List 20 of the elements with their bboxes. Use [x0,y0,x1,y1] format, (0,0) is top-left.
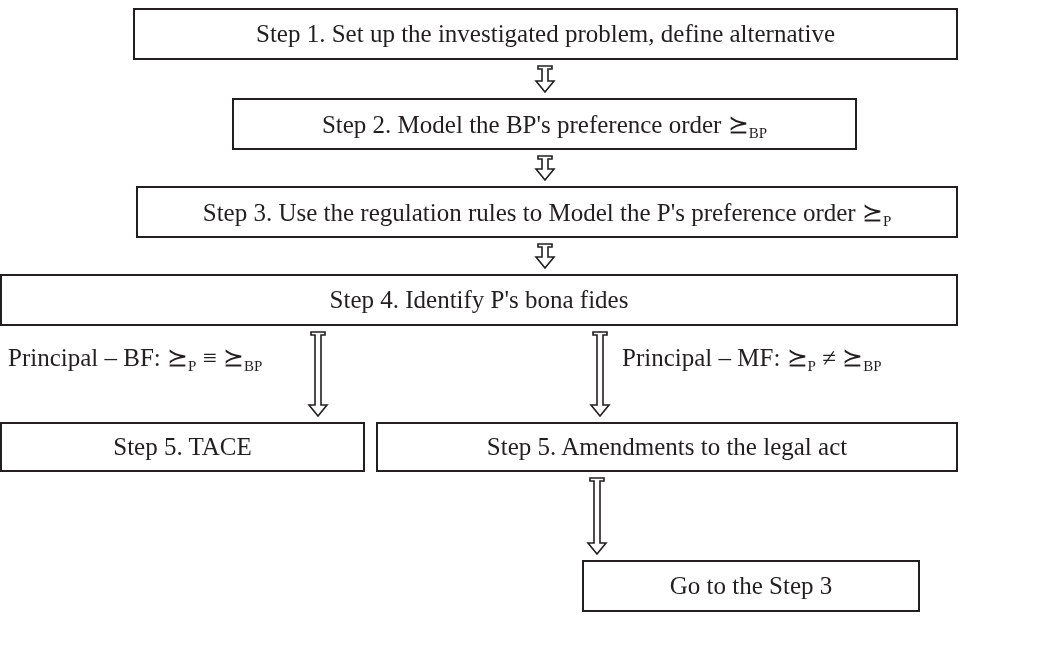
process-box [582,560,920,612]
process-box [0,274,958,326]
step-text: Step 4. Identify P's bona fides [329,286,629,314]
step-text: Step 2. Model the BP's preference order ⪰$_{BP}$ [321,109,768,139]
hollow-arrow [534,155,556,182]
step-text: Step 3. Use the regulation rules to Model the P's preference order ⪰$_{P}$ [202,197,892,227]
step-text: Step 5. Amendments to the legal act [486,433,848,461]
hollow-arrow [586,477,608,556]
hollow-arrow [589,331,611,418]
step-text: Step 5. TACE [113,433,252,461]
process-box [0,422,365,472]
step-text: Go to the Step 3 [669,572,833,600]
process-box [136,186,958,238]
process-box [133,8,958,60]
process-box [232,98,857,150]
process-box [376,422,958,472]
hollow-arrow [534,65,556,94]
step-text: Step 1. Set up the investigated problem, define alternative [256,20,835,48]
hollow-arrow [534,243,556,270]
hollow-arrow [307,331,329,418]
